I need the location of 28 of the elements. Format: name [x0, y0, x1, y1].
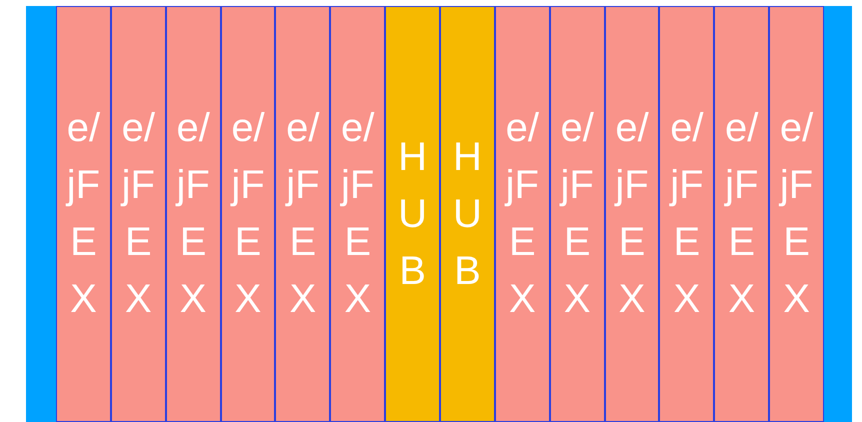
module-label: e/jFEX: [120, 105, 156, 323]
module-card: [769, 6, 824, 422]
module-label: e/jFEX: [229, 105, 266, 323]
module-card: [604, 6, 660, 422]
module-label: e/jFEX: [284, 105, 321, 323]
module-label: e/jFEX: [174, 105, 211, 323]
module-label: e/jFEX: [558, 105, 595, 323]
module-label: e/jFEX: [613, 105, 650, 323]
module-card: [166, 6, 221, 422]
module-card: [659, 6, 714, 422]
module-label: e/jFEX: [339, 105, 376, 323]
module-card: [330, 6, 386, 422]
module-card: [550, 6, 605, 422]
module-card: [494, 6, 550, 422]
module-card: [56, 6, 111, 422]
module-card: [385, 6, 440, 422]
module-label: e/jFEX: [504, 105, 540, 323]
module-label: e/jFEX: [668, 105, 705, 323]
module-card: [110, 6, 166, 422]
module-label: e/jFEX: [778, 105, 814, 323]
module-label: e/jFEX: [723, 105, 760, 323]
module-card: [714, 6, 770, 422]
module-card: [440, 6, 495, 422]
module-card: [275, 6, 330, 422]
module-label: HUB: [397, 134, 428, 294]
module-label: HUB: [452, 134, 483, 294]
module-label: e/jFEX: [64, 105, 102, 323]
module-card: [220, 6, 276, 422]
